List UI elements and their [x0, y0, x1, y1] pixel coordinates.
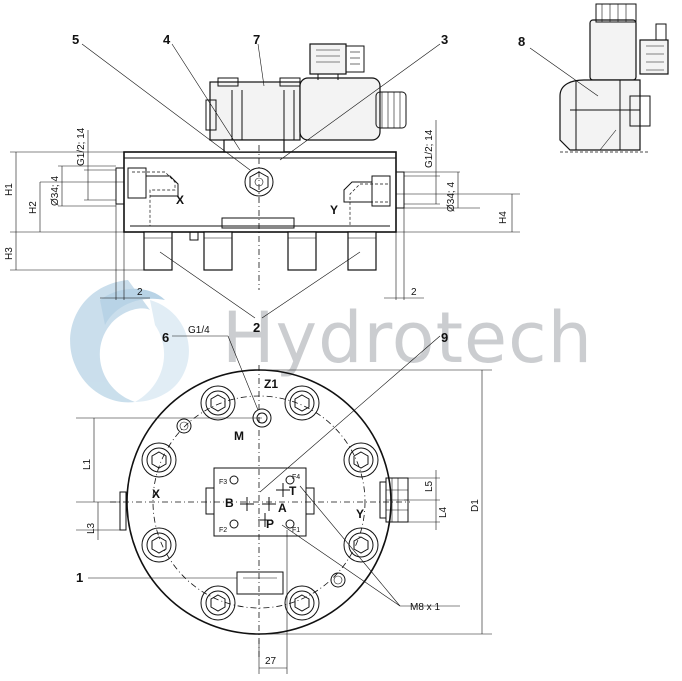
callout-2: 2	[253, 320, 260, 335]
port-p-cross-icon	[258, 513, 272, 527]
dim-l1-label: L1	[82, 458, 93, 470]
bolt-icon	[284, 385, 320, 421]
side-view: X Y H1 H2 H3 H4 Ø34; 4 G1/2; 14 Ø34; 4 G…	[4, 32, 520, 335]
dim-l4-label: L4	[438, 506, 449, 518]
mounting-hole-icon	[229, 475, 239, 485]
port-p-label: P	[266, 517, 274, 531]
port-a-label: A	[278, 501, 287, 515]
port-f3-label: F3	[219, 479, 227, 486]
callout-4: 4	[163, 32, 171, 47]
watermark-swirl-icon	[70, 280, 189, 403]
dim-l3-label: L3	[86, 522, 97, 534]
bolt-icon	[284, 585, 320, 621]
port-a-cross-icon	[262, 497, 276, 511]
side-view-spigot	[287, 231, 317, 271]
port-f1-label: F1	[292, 527, 300, 534]
callout-9: 9	[441, 330, 448, 345]
plan-view-bolts	[141, 385, 379, 621]
bolt-icon	[200, 385, 236, 421]
detail-solenoid	[589, 19, 637, 81]
port-z1-label: Z1	[264, 377, 278, 391]
dim-offset-right-label: 2	[411, 287, 417, 298]
plug-icon	[330, 572, 346, 588]
dim-g14-label: G1/4	[188, 325, 210, 336]
dim-g12-left-label: G1/2; 14	[76, 127, 87, 166]
dim-h2-label: H2	[28, 201, 39, 214]
dim-d34-right-label: Ø34; 4	[446, 182, 457, 212]
plug-icon	[176, 418, 192, 434]
dim-d34-left-label: Ø34; 4	[50, 176, 61, 206]
bolt-icon	[200, 585, 236, 621]
watermark: Hydrotech	[70, 280, 593, 403]
dim-l5-label: L5	[424, 480, 435, 492]
port-y-label: Y	[356, 507, 364, 521]
callout-3: 3	[441, 32, 448, 47]
dim-27-label: 27	[265, 656, 277, 667]
mounting-hole-icon	[285, 519, 295, 529]
mounting-hole-icon	[229, 519, 239, 529]
port-t-label: T	[289, 484, 297, 498]
detail-connector	[639, 39, 669, 75]
dim-m8x1-label: M8 x 1	[410, 602, 440, 613]
dim-d1-label: D1	[470, 499, 481, 512]
detail-valve-body	[559, 79, 641, 151]
bolt-icon	[141, 442, 177, 478]
port-f4-label: F4	[292, 474, 300, 481]
side-view-port-y-label: Y	[330, 203, 338, 217]
mounting-hole-icon	[285, 475, 295, 485]
dim-offset-left-label: 2	[137, 287, 143, 298]
port-m-label: M	[234, 429, 244, 443]
callout-7: 7	[253, 32, 260, 47]
watermark-text: Hydrotech	[222, 297, 593, 379]
side-view-connector-plug	[309, 43, 347, 75]
side-view-port-x-label: X	[176, 193, 184, 207]
port-b-cross-icon	[240, 497, 254, 511]
dim-h4-label: H4	[498, 211, 509, 224]
callout-5: 5	[72, 32, 79, 47]
callout-8: 8	[518, 34, 525, 49]
dim-h1-label: H1	[4, 183, 15, 196]
side-view-spigot	[203, 231, 233, 271]
side-view-spigot	[347, 231, 377, 271]
port-t-cross-icon	[276, 483, 290, 497]
port-x-label: X	[152, 487, 160, 501]
side-view-solenoid-coil	[299, 77, 381, 141]
bolt-icon	[343, 442, 379, 478]
dim-h3-label: H3	[4, 247, 15, 260]
callout-6: 6	[162, 330, 169, 345]
port-f2-label: F2	[219, 527, 227, 534]
plan-view: Z1 M X Y B A P T F3 F4 F2 F1	[76, 325, 492, 674]
bolt-icon	[141, 527, 177, 563]
detail-view-8: 8	[518, 3, 669, 153]
nameplate	[236, 571, 284, 595]
callout-1: 1	[76, 570, 83, 585]
side-view-valve-body	[209, 81, 301, 141]
side-view-spigot	[143, 231, 173, 271]
port-b-label: B	[225, 496, 234, 510]
dim-g12-right-label: G1/2; 14	[424, 129, 435, 168]
